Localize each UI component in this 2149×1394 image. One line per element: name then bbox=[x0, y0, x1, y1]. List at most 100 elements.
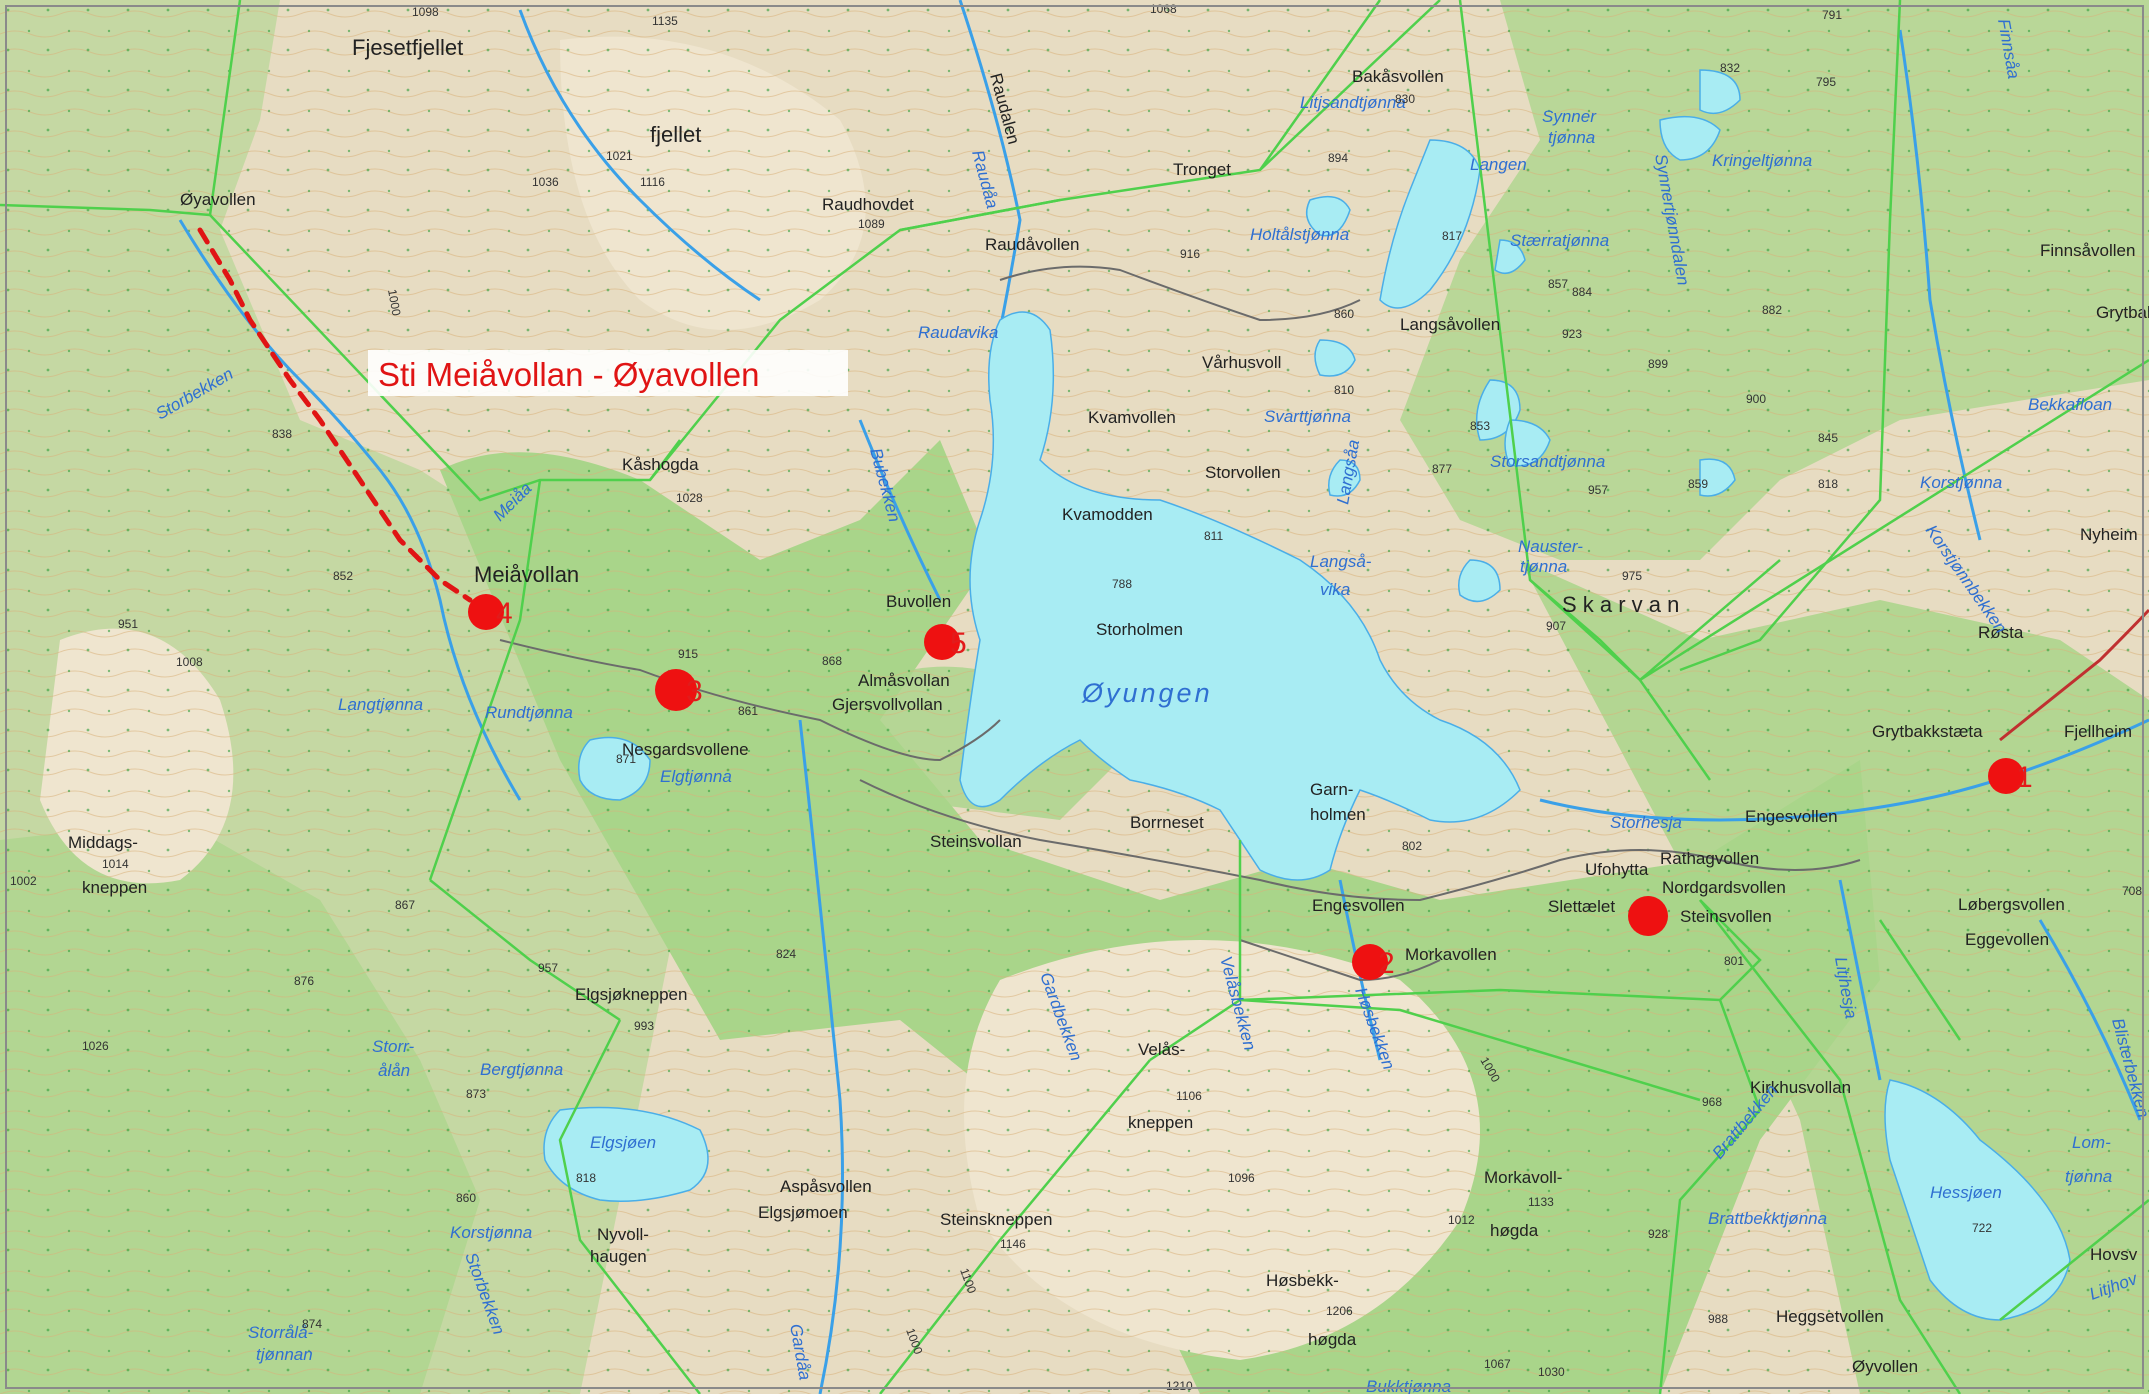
marker-1[interactable]: 1 bbox=[1988, 758, 2033, 794]
label-staerratjonna: Stærratjønna bbox=[1510, 231, 1609, 250]
label-almasvollan: Almåsvollan bbox=[858, 671, 950, 690]
elevation-label: 1098 bbox=[412, 5, 439, 19]
map-frame bbox=[5, 5, 2144, 1389]
label-storhesja: Storhesja bbox=[1610, 813, 1682, 832]
elevation-label: 1036 bbox=[532, 175, 559, 189]
label-lomtjonna-2: tjønna bbox=[2065, 1167, 2112, 1186]
elevation-label: 1206 bbox=[1326, 1304, 1353, 1318]
elevation-label: 907 bbox=[1546, 619, 1566, 633]
label-storsandtjonna: Storsandtjønna bbox=[1490, 452, 1605, 471]
label-kringeltjonna: Kringeltjønna bbox=[1712, 151, 1812, 170]
label-steinsvollen: Steinsvollen bbox=[1680, 907, 1772, 926]
label-langsavollen: Langsåvollen bbox=[1400, 315, 1500, 334]
elevation-label: 993 bbox=[634, 1019, 654, 1033]
label-garnholmen-2: holmen bbox=[1310, 805, 1366, 824]
elevation-label: 916 bbox=[1180, 247, 1200, 261]
elevation-label: 988 bbox=[1708, 1312, 1728, 1326]
elevation-label: 1067 bbox=[1484, 1357, 1511, 1371]
elevation-label: 1068 bbox=[1150, 2, 1177, 16]
elevation-label: 877 bbox=[1432, 462, 1452, 476]
elevation-label: 1014 bbox=[102, 857, 129, 871]
label-meiavollan: Meiåvollan bbox=[474, 562, 579, 587]
label-tronget: Tronget bbox=[1173, 160, 1231, 179]
label-storvollen: Storvollen bbox=[1205, 463, 1281, 482]
label-heggsetvollen: Heggsetvollen bbox=[1776, 1307, 1884, 1326]
marker-4[interactable]: 4 bbox=[468, 594, 513, 630]
elevation-label: 1021 bbox=[606, 149, 633, 163]
label-middagskneppen-1: Middags- bbox=[68, 833, 138, 852]
label-elgtjonna: Elgtjønna bbox=[660, 767, 732, 786]
label-oyvollen: Øyvollen bbox=[1852, 1357, 1918, 1376]
label-hosbekkhogda-1: Høsbekk- bbox=[1266, 1271, 1339, 1290]
label-hovsv: Hovsv bbox=[2090, 1245, 2138, 1264]
label-nesgardsvollene: Nesgardsvollene bbox=[622, 740, 749, 759]
elevation-label: 968 bbox=[1702, 1095, 1722, 1109]
elevation-label: 824 bbox=[776, 947, 796, 961]
label-langsavika-2: vika bbox=[1320, 580, 1350, 599]
label-nyvollhaugen-2: haugen bbox=[590, 1247, 647, 1266]
elevation-label: 802 bbox=[1402, 839, 1422, 853]
label-brattbekktjonna: Brattbekktjønna bbox=[1708, 1209, 1827, 1228]
elevation-label: 1096 bbox=[1228, 1171, 1255, 1185]
lake-langen bbox=[1379, 139, 1481, 309]
label-elgsjomoen: Elgsjømoen bbox=[758, 1203, 848, 1222]
label-engesvollen: Engesvollen bbox=[1312, 896, 1405, 915]
label-kvamodden: Kvamodden bbox=[1062, 505, 1153, 524]
elevation-label: 1000 bbox=[385, 288, 403, 317]
elevation-label: 845 bbox=[1818, 431, 1838, 445]
elevation-label: 884 bbox=[1572, 285, 1592, 299]
label-oyavollen: Øyavollen bbox=[180, 190, 256, 209]
markers: 4 3 5 2 1 bbox=[468, 594, 2033, 980]
label-bakasvollen: Bakåsvollen bbox=[1352, 67, 1444, 86]
elevation-label: 868 bbox=[822, 654, 842, 668]
label-fjellet: fjellet bbox=[650, 122, 701, 147]
label-nyvollhaugen-1: Nyvoll- bbox=[597, 1225, 649, 1244]
label-kvamvollen: Kvamvollen bbox=[1088, 408, 1176, 427]
marker-5-label: 5 bbox=[950, 627, 967, 660]
label-skarvan: S k a r v a n bbox=[1562, 592, 1679, 617]
elevation-label: 894 bbox=[1328, 151, 1348, 165]
label-lomtjonna-1: Lom- bbox=[2072, 1133, 2111, 1152]
elevation-label: 867 bbox=[395, 898, 415, 912]
elevation-label: 791 bbox=[1822, 8, 1842, 22]
elevation-label: 708 bbox=[2122, 884, 2142, 898]
label-engesvollen-east: Engesvollen bbox=[1745, 807, 1838, 826]
label-litjsandtjonna: Litjsandtjønna bbox=[1300, 93, 1406, 112]
marker-2[interactable]: 2 bbox=[1352, 944, 1395, 980]
elevation-label: 1116 bbox=[640, 175, 665, 189]
label-elgsjoen: Elgsjøen bbox=[590, 1133, 656, 1152]
elevation-label: 1210 bbox=[1166, 1379, 1193, 1393]
label-nyheim: Nyheim bbox=[2080, 525, 2138, 544]
elevation-label: 871 bbox=[616, 752, 636, 766]
marker-3[interactable]: 3 bbox=[655, 669, 703, 711]
marker-5[interactable]: 5 bbox=[924, 624, 967, 660]
label-oyungen: Øyungen bbox=[1081, 678, 1213, 708]
route-title: Sti Meiåvollan - Øyavollen bbox=[378, 356, 760, 393]
elevation-label: 861 bbox=[738, 704, 758, 718]
label-buvollen: Buvollen bbox=[886, 592, 951, 611]
label-rathagvollen: Rathagvollen bbox=[1660, 849, 1759, 868]
label-fjesetfjellet: Fjesetfjellet bbox=[352, 35, 463, 60]
elevation-label: 951 bbox=[118, 617, 138, 631]
label-steinsvollan: Steinsvollan bbox=[930, 832, 1022, 851]
label-elgsjokneppen: Elgsjøkneppen bbox=[575, 985, 687, 1004]
lake-hessjoen bbox=[1884, 1079, 2071, 1321]
label-storralan-1: Storr- bbox=[372, 1037, 415, 1056]
marker-unnumbered[interactable] bbox=[1628, 896, 1668, 936]
lakes bbox=[543, 69, 2071, 1321]
label-bergtjonna: Bergtjønna bbox=[480, 1060, 563, 1079]
elevation-label: 853 bbox=[1470, 419, 1490, 433]
label-morkavollen: Morkavollen bbox=[1405, 945, 1497, 964]
label-rosta: Røsta bbox=[1978, 623, 2024, 642]
label-nordgardsvollen: Nordgardsvollen bbox=[1662, 878, 1786, 897]
label-rundtjonna: Rundtjønna bbox=[485, 703, 573, 722]
elevation-label: 882 bbox=[1762, 303, 1782, 317]
elevation-labels: 1098 1135 1068 1021 1116 1036 1089 916 8… bbox=[10, 2, 2142, 1393]
elevation-label: 899 bbox=[1648, 357, 1668, 371]
elevation-label: 832 bbox=[1720, 61, 1740, 75]
elevation-label: 859 bbox=[1688, 477, 1708, 491]
label-holtalstjonna: Holtålstjønna bbox=[1250, 225, 1349, 244]
label-middagskneppen-2: kneppen bbox=[82, 878, 147, 897]
elevation-label: 830 bbox=[1395, 92, 1415, 106]
